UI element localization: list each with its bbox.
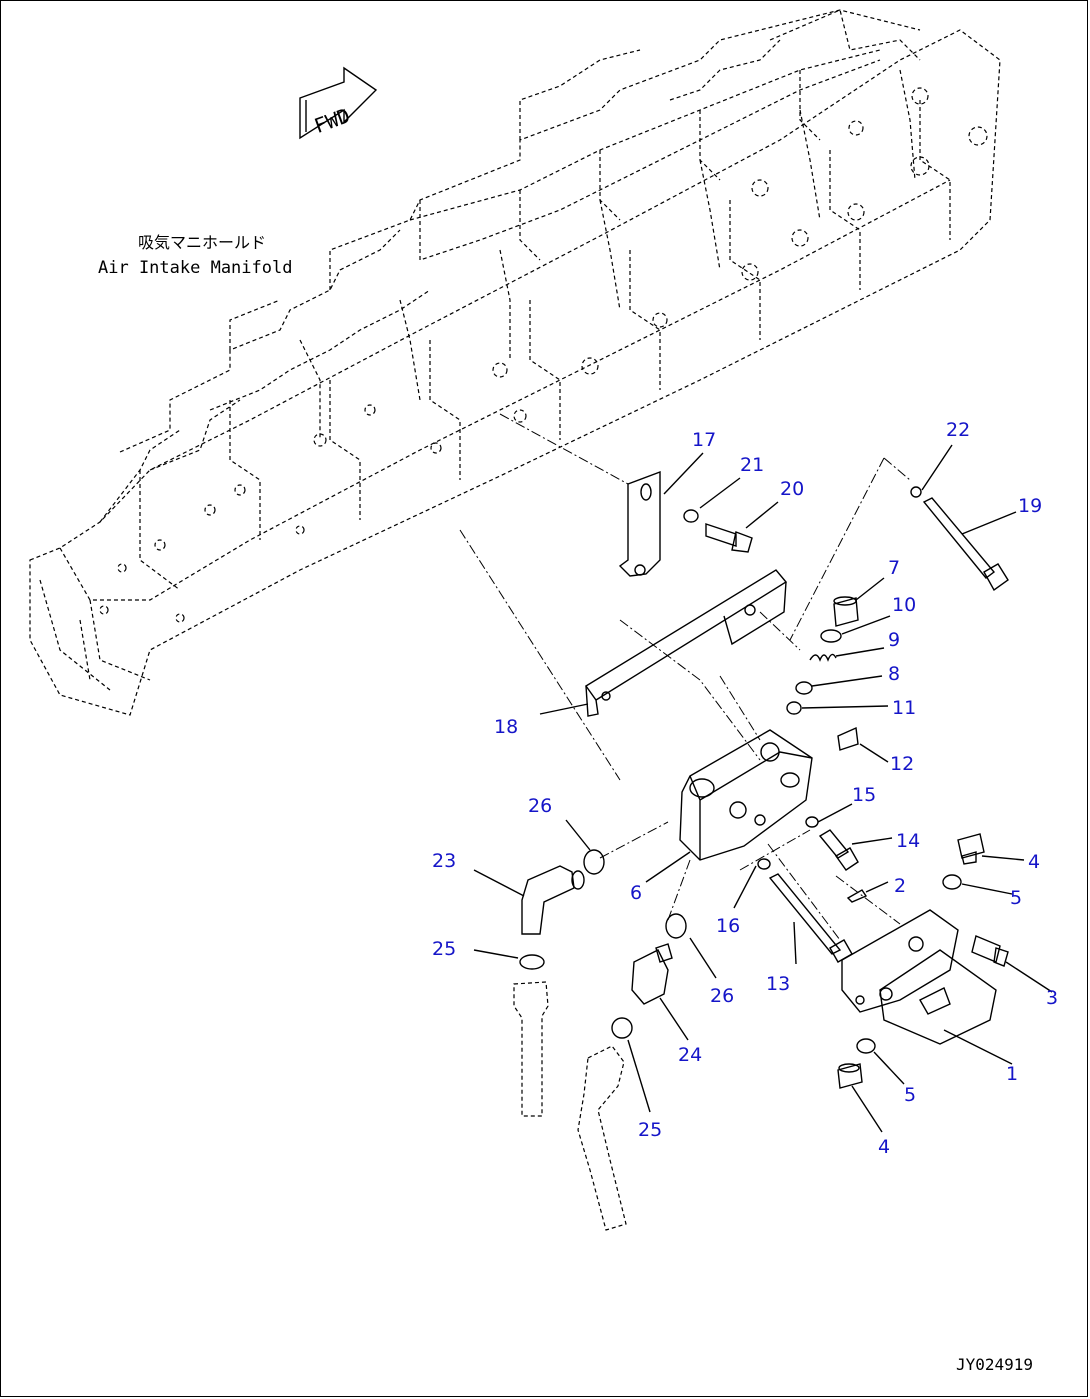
assembly-centerlines [459, 413, 911, 941]
drawing-code: JY024919 [956, 1355, 1033, 1374]
callout-11: 11 [892, 697, 916, 719]
plate-18 [584, 569, 788, 717]
elbow-23 [521, 865, 585, 935]
callout-10: 10 [892, 594, 916, 616]
pump-1 [841, 909, 997, 1045]
washer-5-upper [942, 874, 962, 890]
fitting-12 [837, 726, 859, 751]
callout-3: 3 [1046, 987, 1058, 1009]
callout-16: 16 [716, 915, 740, 937]
fitting-3 [971, 935, 1009, 967]
air-intake-manifold [29, 9, 1001, 716]
seat-11 [786, 701, 802, 715]
callout-25-left: 25 [432, 938, 456, 960]
callout-23: 23 [432, 850, 456, 872]
callout-25-right: 25 [638, 1119, 662, 1141]
callout-7: 7 [888, 557, 900, 579]
plug-4-lower [837, 1063, 863, 1089]
callout-15: 15 [852, 784, 876, 806]
callout-20: 20 [780, 478, 804, 500]
leader-lines [473, 444, 1053, 1133]
valve-body-6 [679, 729, 813, 861]
o-ring-26-right [665, 913, 687, 939]
bolt-13 [768, 873, 853, 963]
bolt-19 [922, 497, 1009, 592]
o-ring-10 [820, 629, 842, 643]
callout-24: 24 [678, 1044, 702, 1066]
callout-26-right: 26 [710, 985, 734, 1007]
callout-5-lower: 5 [904, 1084, 916, 1106]
callout-13: 13 [766, 973, 790, 995]
manifold-label-jp: 吸気マニホールド [138, 233, 266, 252]
washer-16 [757, 858, 771, 870]
connector-24 [631, 943, 673, 1005]
callout-26-left: 26 [528, 795, 552, 817]
callouts: 1 2 3 4 4 5 5 6 7 8 9 10 11 12 13 14 15 … [432, 419, 1058, 1158]
bracket-17 [618, 470, 661, 577]
pipe-left [513, 981, 549, 1117]
callout-18: 18 [494, 716, 518, 738]
washer-22 [910, 486, 922, 498]
o-ring-26-left [583, 849, 605, 875]
fwd-label: FWD [311, 103, 353, 138]
pipe-right [577, 1045, 627, 1231]
o-ring-25-right [611, 1017, 633, 1039]
o-ring-25-left [519, 954, 545, 970]
pin-2 [846, 889, 868, 903]
callout-1: 1 [1006, 1063, 1018, 1085]
washer-5-lower [856, 1038, 876, 1054]
bolt-20 [705, 523, 753, 553]
callout-22: 22 [946, 419, 970, 441]
washer-15 [805, 816, 819, 828]
callout-4-upper: 4 [1028, 851, 1040, 873]
callout-19: 19 [1018, 495, 1042, 517]
callout-2: 2 [894, 875, 906, 897]
washer-21 [683, 509, 699, 523]
manifold-label-en: Air Intake Manifold [98, 258, 292, 278]
plug-4-upper [957, 833, 985, 865]
callout-9: 9 [888, 629, 900, 651]
callout-21: 21 [740, 454, 764, 476]
fwd-arrow: FWD [299, 66, 378, 140]
ball-8 [795, 681, 813, 695]
callout-4-lower: 4 [878, 1136, 890, 1158]
callout-5-upper: 5 [1010, 887, 1022, 909]
spring-9 [809, 653, 837, 662]
callout-8: 8 [888, 663, 900, 685]
callout-14: 14 [896, 830, 920, 852]
callout-17: 17 [692, 429, 716, 451]
callout-6: 6 [630, 882, 642, 904]
callout-12: 12 [890, 753, 914, 775]
plug-7 [833, 596, 859, 627]
bolt-14 [818, 829, 859, 871]
